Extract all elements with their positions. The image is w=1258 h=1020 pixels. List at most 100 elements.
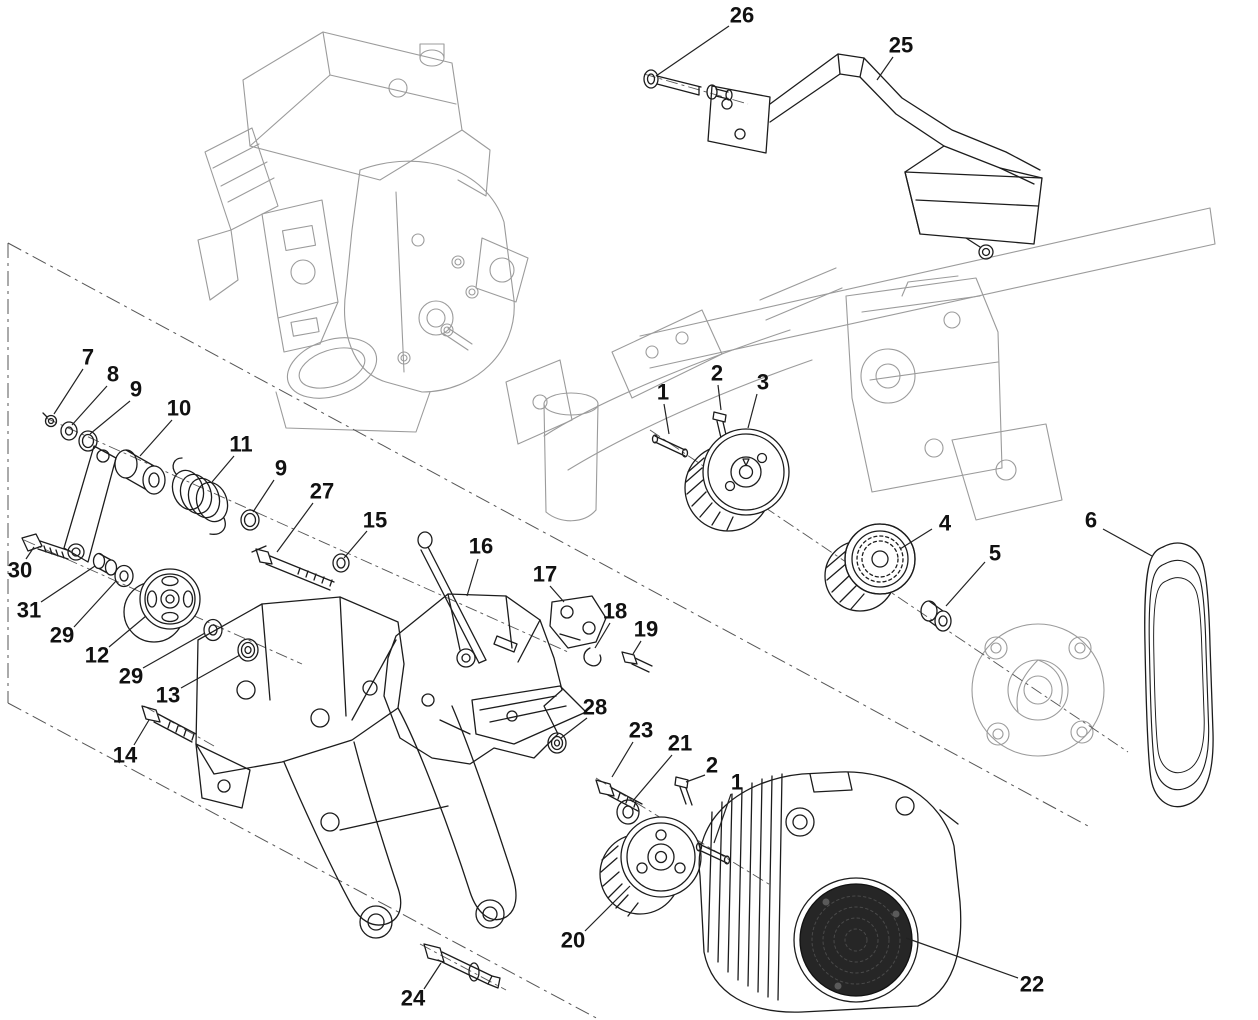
bolt-part27 bbox=[251, 545, 335, 591]
spacer-part5 bbox=[920, 600, 952, 632]
callout-leader-9-10 bbox=[89, 400, 131, 435]
callout-23-28: 23 bbox=[629, 718, 653, 743]
callout-leader-3-4 bbox=[747, 393, 758, 429]
bolt-part26 bbox=[643, 69, 733, 101]
callout-13-25: 13 bbox=[156, 683, 180, 708]
callout-leader-15-15 bbox=[343, 530, 368, 559]
callout-30-20: 30 bbox=[8, 558, 32, 583]
callout-leader-31-21 bbox=[40, 565, 96, 603]
torsion-spring-part11 bbox=[171, 457, 229, 535]
retainer-part7 bbox=[42, 412, 58, 428]
callout-leader-17-17 bbox=[549, 585, 565, 603]
engine-pulley-part3 bbox=[684, 428, 790, 532]
spring-pin-part1-upper bbox=[651, 434, 689, 458]
callout-leader-29-22 bbox=[73, 580, 117, 628]
washer-part21 bbox=[616, 799, 640, 825]
callout-leader-1-31 bbox=[713, 793, 732, 844]
idler-arm bbox=[63, 445, 117, 563]
callout-31-21: 31 bbox=[17, 598, 41, 623]
spring-pin-part1-lower bbox=[695, 842, 731, 865]
callout-8-9: 8 bbox=[107, 362, 119, 387]
callout-2-30: 2 bbox=[706, 753, 718, 778]
callout-21-29: 21 bbox=[668, 731, 692, 756]
bushing-part31 bbox=[92, 552, 118, 576]
callout-leader-5-6 bbox=[945, 561, 986, 607]
idler-pulley-part12 bbox=[123, 568, 201, 643]
callout-leader-16-16 bbox=[466, 558, 479, 597]
flange-nut-part15 bbox=[332, 553, 350, 573]
callout-18-18: 18 bbox=[603, 599, 627, 624]
carriage-bolt bbox=[417, 531, 487, 664]
callout-4-5: 4 bbox=[939, 511, 952, 536]
callout-leader-13-25 bbox=[180, 654, 241, 689]
swingarm-frame bbox=[195, 596, 517, 939]
callout-19-19: 19 bbox=[634, 617, 658, 642]
callout-24-33: 24 bbox=[401, 986, 426, 1011]
washer-part29-right bbox=[203, 618, 223, 642]
clip-part18 bbox=[583, 647, 602, 667]
ring-part9-upper bbox=[78, 430, 98, 452]
washer-part29-left bbox=[114, 564, 134, 588]
callout-22-34: 22 bbox=[1020, 972, 1044, 997]
callout-leader-22-34 bbox=[905, 937, 1019, 979]
callout-26-0: 26 bbox=[730, 3, 754, 28]
frame-reference-drawing bbox=[505, 207, 1216, 522]
callout-5-6: 5 bbox=[989, 541, 1001, 566]
callout-28-27: 28 bbox=[583, 695, 607, 720]
clutch-drum-part4 bbox=[824, 523, 916, 612]
callout-11-12: 11 bbox=[229, 432, 252, 457]
drive-belt-part6 bbox=[1144, 542, 1214, 808]
callout-leader-9-13 bbox=[252, 479, 275, 513]
callout-12-23: 12 bbox=[85, 643, 109, 668]
callout-leader-24-33 bbox=[423, 962, 442, 990]
callout-29-24: 29 bbox=[119, 664, 143, 689]
callout-leader-6-7 bbox=[1102, 528, 1153, 557]
callout-leader-8-9 bbox=[71, 385, 108, 426]
callout-leader-12-23 bbox=[108, 615, 147, 648]
callout-leader-28-27 bbox=[560, 717, 588, 739]
support-bracket-part25 bbox=[707, 53, 1043, 260]
callout-27-14: 27 bbox=[310, 479, 334, 504]
callout-17-17: 17 bbox=[533, 562, 557, 587]
engine-part22 bbox=[698, 771, 962, 1013]
callout-leader-27-14 bbox=[276, 502, 314, 553]
callout-leader-29-24 bbox=[142, 632, 206, 669]
callout-20-32: 20 bbox=[561, 928, 585, 953]
bolt-part2-lower bbox=[674, 776, 693, 806]
callout-2-3: 2 bbox=[711, 361, 723, 386]
callout-leader-20-32 bbox=[584, 885, 631, 932]
callout-leader-26-0 bbox=[655, 25, 730, 77]
callout-leader-2-30 bbox=[685, 774, 706, 783]
callout-9-13: 9 bbox=[275, 456, 287, 481]
bolt-part30 bbox=[21, 533, 71, 560]
callout-1-2: 1 bbox=[657, 380, 669, 405]
callout-7-8: 7 bbox=[82, 345, 94, 370]
spring-anchor-part17 bbox=[549, 595, 607, 649]
callout-leader-2-3 bbox=[717, 384, 722, 411]
callout-1-31: 1 bbox=[731, 770, 743, 795]
callout-leader-21-29 bbox=[631, 754, 673, 803]
callout-leader-25-1 bbox=[876, 56, 894, 81]
callout-16-16: 16 bbox=[469, 534, 493, 559]
callout-leader-14-26 bbox=[133, 719, 150, 746]
spacer-part10 bbox=[114, 449, 166, 495]
bolt-part14 bbox=[141, 705, 197, 743]
washer-part8 bbox=[60, 421, 78, 441]
callout-leader-10-11 bbox=[139, 419, 173, 457]
callout-leader-23-28 bbox=[611, 741, 634, 778]
callout-leader-30-20 bbox=[25, 546, 35, 560]
engine-pulley-part20 bbox=[599, 816, 702, 917]
callout-leader-7-8 bbox=[53, 368, 84, 415]
callout-10-11: 10 bbox=[167, 396, 191, 421]
bolt-part19 bbox=[621, 651, 653, 673]
callout-leader-4-5 bbox=[899, 528, 933, 550]
engine-reference-drawing bbox=[197, 31, 529, 433]
bolt-part23 bbox=[595, 779, 643, 812]
callout-3-4: 3 bbox=[757, 370, 769, 395]
callout-25-1: 25 bbox=[889, 33, 913, 58]
assembly-centerlines bbox=[23, 73, 1129, 991]
callout-leader-1-2 bbox=[663, 403, 670, 435]
